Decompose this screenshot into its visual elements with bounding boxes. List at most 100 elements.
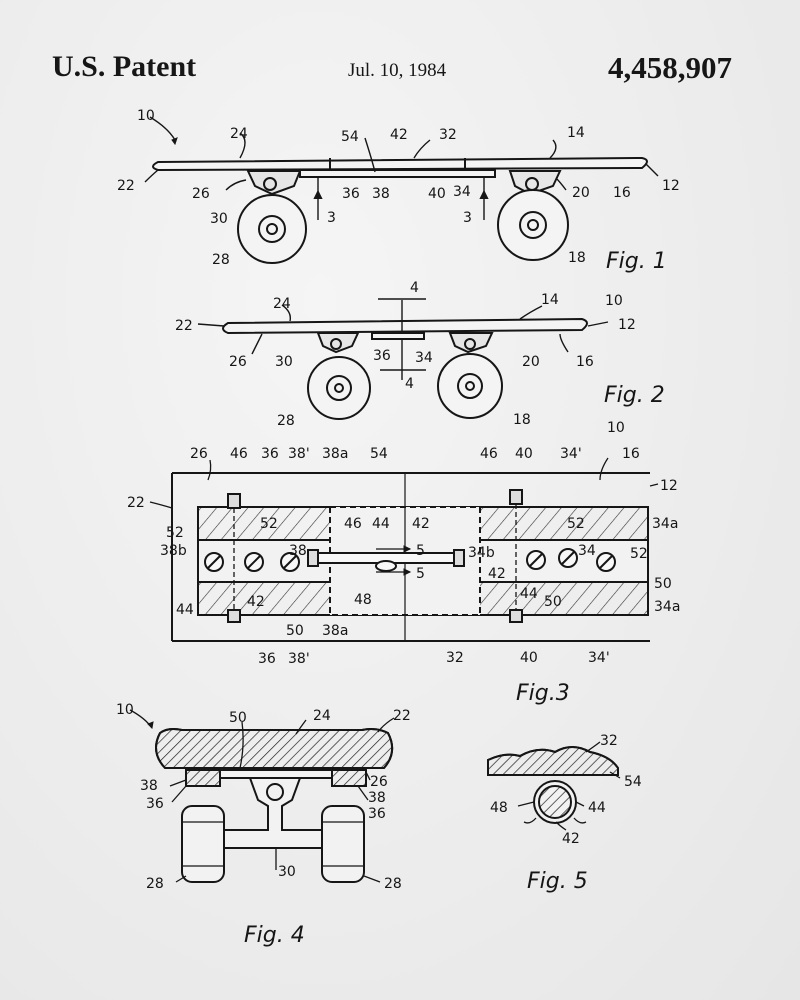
fig3-label: 34a [654,599,680,615]
fig3-label: 38 [289,543,307,559]
fig1-label: 20 [572,185,590,201]
fig4-label: 38 [368,790,386,806]
fig5-caption: Fig. 5 [527,869,588,894]
fig1-label: 24 [230,126,248,142]
fig3-label: 38b [160,543,187,559]
fig1-label: 16 [613,185,631,201]
fig1-label: 34 [453,184,471,200]
fig4-label: 28 [146,876,164,892]
fig1-caption: Fig. 1 [606,249,667,274]
fig5-label: 54 [624,774,642,790]
fig3-label: 38' [288,446,310,462]
fig1-label: 14 [567,125,585,141]
fig4-right-wheel [322,806,364,882]
fig1-label: 28 [212,252,230,268]
fig4-label: 10 [116,702,134,718]
fig3-label: 50 [544,594,562,610]
fig3-label: 26 [190,446,208,462]
fig4-label: 36 [146,796,164,812]
fig3-label: 5 [416,566,425,582]
fig4-label: 26 [370,774,388,790]
figure-5-section [488,742,620,830]
fig3-label: 16 [622,446,640,462]
fig5-label: 32 [600,733,618,749]
fig1-label: 18 [568,250,586,266]
fig2-left-wheel [308,357,370,419]
fig3-label: 40 [520,650,538,666]
fig3-label: 54 [370,446,388,462]
fig2-right-wheel [438,354,502,418]
fig3-label: 44 [520,586,538,602]
fig3-label: 22 [127,495,145,511]
fig3-label: 50 [654,576,672,592]
fig2-label: 28 [277,413,295,429]
fig4-caption: Fig. 4 [244,923,305,948]
fig1-label: 32 [439,127,457,143]
fig3-label: 34' [560,446,582,462]
fig2-label: 18 [513,412,531,428]
fig2-label: 16 [576,354,594,370]
fig3-label: 52 [567,516,585,532]
fig4-label: 30 [278,864,296,880]
fig1-label: 12 [662,178,680,194]
fig2-labels: 4 24 14 10 22 12 26 30 36 34 20 16 4 28 … [175,280,665,429]
fig1-joint-plate [300,170,495,177]
fig1-label: 26 [192,186,210,202]
fig1-right-wheel [498,190,568,260]
fig3-label: 42 [412,516,430,532]
figure-2-side-view [198,299,608,419]
fig1-deck [153,158,647,170]
fig3-label: 12 [660,478,678,494]
fig2-label: 24 [273,296,291,312]
fig4-label: 28 [384,876,402,892]
fig3-label: 36 [258,651,276,667]
fig3-label: 34' [588,650,610,666]
fig1-label: 22 [117,178,135,194]
fig3-label: 32 [446,650,464,666]
fig2-label: 4 [410,280,419,296]
fig2-label: 4 [405,376,414,392]
fig1-label: 40 [428,186,446,202]
fig4-label: 36 [368,806,386,822]
fig2-label: 14 [541,292,559,308]
fig3-label: 52 [630,546,648,562]
fig3-caption: Fig.3 [516,681,570,706]
fig2-label: 36 [373,348,391,364]
fig3-label: 38a [322,623,348,639]
fig3-label: 46 [230,446,248,462]
fig1-label: 30 [210,211,228,227]
fig3-label: 44 [176,602,194,618]
fig1-label: 3 [463,210,472,226]
fig3-label: 46 [344,516,362,532]
fig3-label: 36 [261,446,279,462]
fig4-label: 50 [229,710,247,726]
fig3-label: 46 [480,446,498,462]
fig3-label: 52 [166,525,184,541]
fig3-label: 34b [468,545,495,561]
fig2-caption: Fig. 2 [604,383,665,408]
fig1-label: 3 [327,210,336,226]
fig2-deck [223,319,587,333]
fig1-label: 10 [137,108,155,124]
fig4-deck-section [156,729,392,768]
fig4-left-wheel [182,806,224,882]
fig1-label: 42 [390,127,408,143]
fig3-label: 42 [488,566,506,582]
fig3-label: 52 [260,516,278,532]
fig2-label: 34 [415,350,433,366]
fig1-label: 36 [342,186,360,202]
fig3-label: 10 [607,420,625,436]
fig3-label: 42 [247,594,265,610]
fig4-label: 38 [140,778,158,794]
fig3-label: 34a [652,516,678,532]
fig2-label: 12 [618,317,636,333]
fig3-label: 34 [578,543,596,559]
fig3-label: 38' [288,651,310,667]
fig1-label: 38 [372,186,390,202]
fig2-label: 10 [605,293,623,309]
fig1-left-truck [248,171,300,194]
fig3-label: 5 [416,543,425,559]
fig3-label: 44 [372,516,390,532]
fig3-label: 48 [354,592,372,608]
